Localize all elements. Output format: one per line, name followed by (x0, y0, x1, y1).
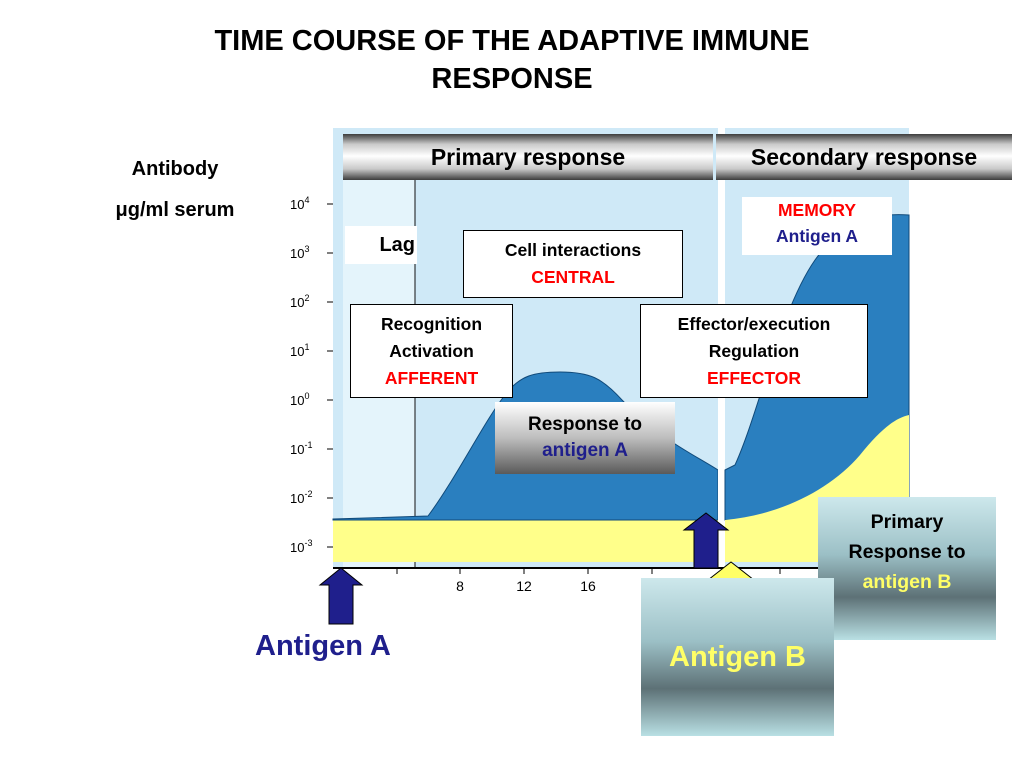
central-text: CENTRAL (531, 267, 615, 287)
cell-interactions-box: Cell interactions CENTRAL (463, 230, 683, 298)
effector-box: Effector/execution Regulation EFFECTOR (640, 304, 868, 398)
primary-b-line3: antigen B (862, 571, 952, 593)
lag-label: Lag (345, 226, 417, 264)
y-axis-label: Antibody μg/ml serum (100, 158, 250, 222)
secondary-response-label: Secondary response (750, 143, 978, 170)
y-tick-label: 104 (290, 195, 309, 212)
memory-antigen-a-text: Antigen A (776, 226, 858, 246)
primary-b-line2: Response to (848, 541, 966, 563)
recognition-text: Recognition (380, 313, 483, 334)
y-axis-label-line1: Antibody (131, 158, 219, 180)
y-axis-label-line2: g/ml serum (127, 199, 235, 221)
y-tick-label: 100 (290, 391, 309, 408)
recognition-box: Recognition Activation AFFERENT (350, 304, 513, 398)
y-tick-label: 101 (290, 342, 309, 359)
y-ticks (327, 203, 333, 548)
response-to-antigen-a-box: Response to antigen A (495, 402, 675, 474)
x-tick-label: 8 (456, 578, 464, 594)
y-tick-label: 10-2 (290, 489, 312, 506)
antigen-a-arrow (318, 567, 364, 625)
primary-response-banner: Primary response (343, 134, 713, 180)
antigen-a-label: Antigen A (255, 630, 391, 662)
y-tick-label: 103 (290, 244, 309, 261)
antigen-a-text: antigen A (542, 440, 628, 461)
primary-b-line1: Primary (870, 511, 944, 533)
antigen-b-label: Antigen B (669, 640, 806, 673)
afferent-text: AFFERENT (384, 367, 479, 388)
primary-response-label: Primary response (430, 143, 626, 170)
y-tick-label: 10-3 (290, 538, 312, 555)
antigen-a-rechallenge-arrow (682, 512, 730, 569)
x-tick-label: 12 (516, 578, 532, 594)
activation-text: Activation (389, 340, 474, 361)
y-tick-label: 102 (290, 293, 309, 310)
title-line-2: RESPONSE (431, 63, 593, 95)
primary-response-antigen-b-box: Primary Response to antigen B (818, 497, 996, 640)
response-to-text: Response to (527, 414, 643, 435)
page-title: TIME COURSE OF THE ADAPTIVE IMMUNE RESPO… (0, 22, 1024, 98)
cell-interactions-text: Cell interactions (504, 240, 642, 260)
x-tick-label: 16 (580, 578, 596, 594)
secondary-response-banner: Secondary response (716, 134, 1012, 180)
y-tick-label: 10-1 (290, 440, 312, 457)
regulation-text: Regulation (708, 340, 800, 361)
title-line-1: TIME COURSE OF THE ADAPTIVE IMMUNE (214, 25, 810, 57)
antigen-b-box: Antigen B (641, 578, 834, 736)
effector-text: EFFECTOR (707, 367, 801, 388)
memory-text: MEMORY (777, 200, 857, 220)
memory-label-box: MEMORY Antigen A (742, 197, 892, 255)
micro-symbol: μ (115, 199, 128, 221)
effector-execution-text: Effector/execution (677, 313, 831, 334)
